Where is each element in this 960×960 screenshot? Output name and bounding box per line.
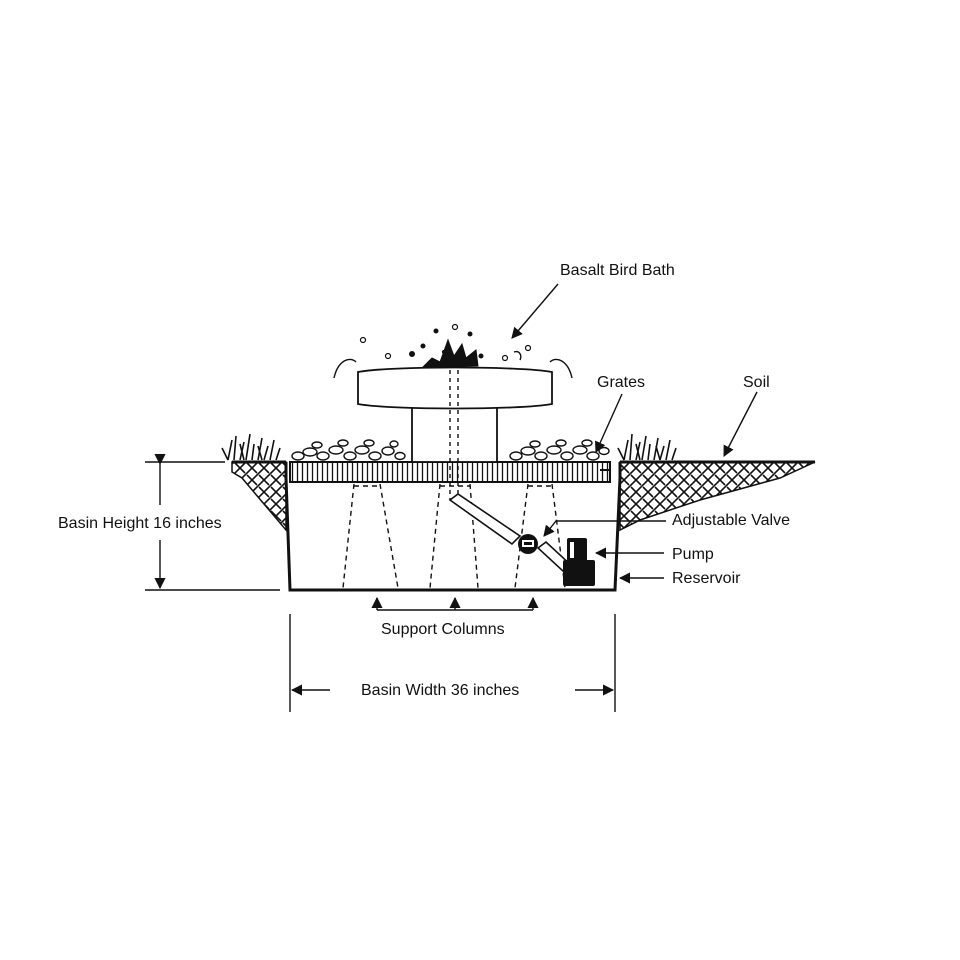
label-valve: Adjustable Valve bbox=[672, 512, 790, 529]
label-support-columns: Support Columns bbox=[381, 621, 505, 638]
grass-icon bbox=[617, 433, 677, 461]
water-pipe bbox=[449, 370, 459, 500]
basalt-bird-bath bbox=[357, 366, 553, 463]
support-columns bbox=[342, 483, 566, 589]
support-columns-arrows bbox=[371, 596, 539, 611]
pebble-icon bbox=[291, 439, 406, 461]
pebble-icon bbox=[509, 439, 610, 461]
pipe-to-pump bbox=[448, 493, 574, 574]
label-soil: Soil bbox=[743, 374, 770, 391]
grate-frame bbox=[289, 461, 611, 483]
basin-reservoir bbox=[284, 462, 622, 592]
pump-icon bbox=[563, 538, 595, 586]
soil-left bbox=[231, 461, 287, 533]
label-basin-height: Basin Height 16 inches bbox=[58, 515, 222, 532]
basin-width-dimension bbox=[289, 614, 616, 712]
basin-height-dimension bbox=[145, 453, 280, 591]
label-pump: Pump bbox=[672, 546, 714, 563]
label-reservoir: Reservoir bbox=[672, 570, 741, 587]
valve-icon bbox=[518, 534, 538, 554]
grass-icon bbox=[221, 433, 281, 461]
label-basin-width: Basin Width 36 inches bbox=[361, 682, 519, 699]
label-grates: Grates bbox=[597, 374, 645, 391]
label-bird-bath: Basalt Bird Bath bbox=[560, 262, 675, 279]
leader-arrows bbox=[511, 283, 758, 584]
water-splash-icon bbox=[333, 323, 573, 379]
